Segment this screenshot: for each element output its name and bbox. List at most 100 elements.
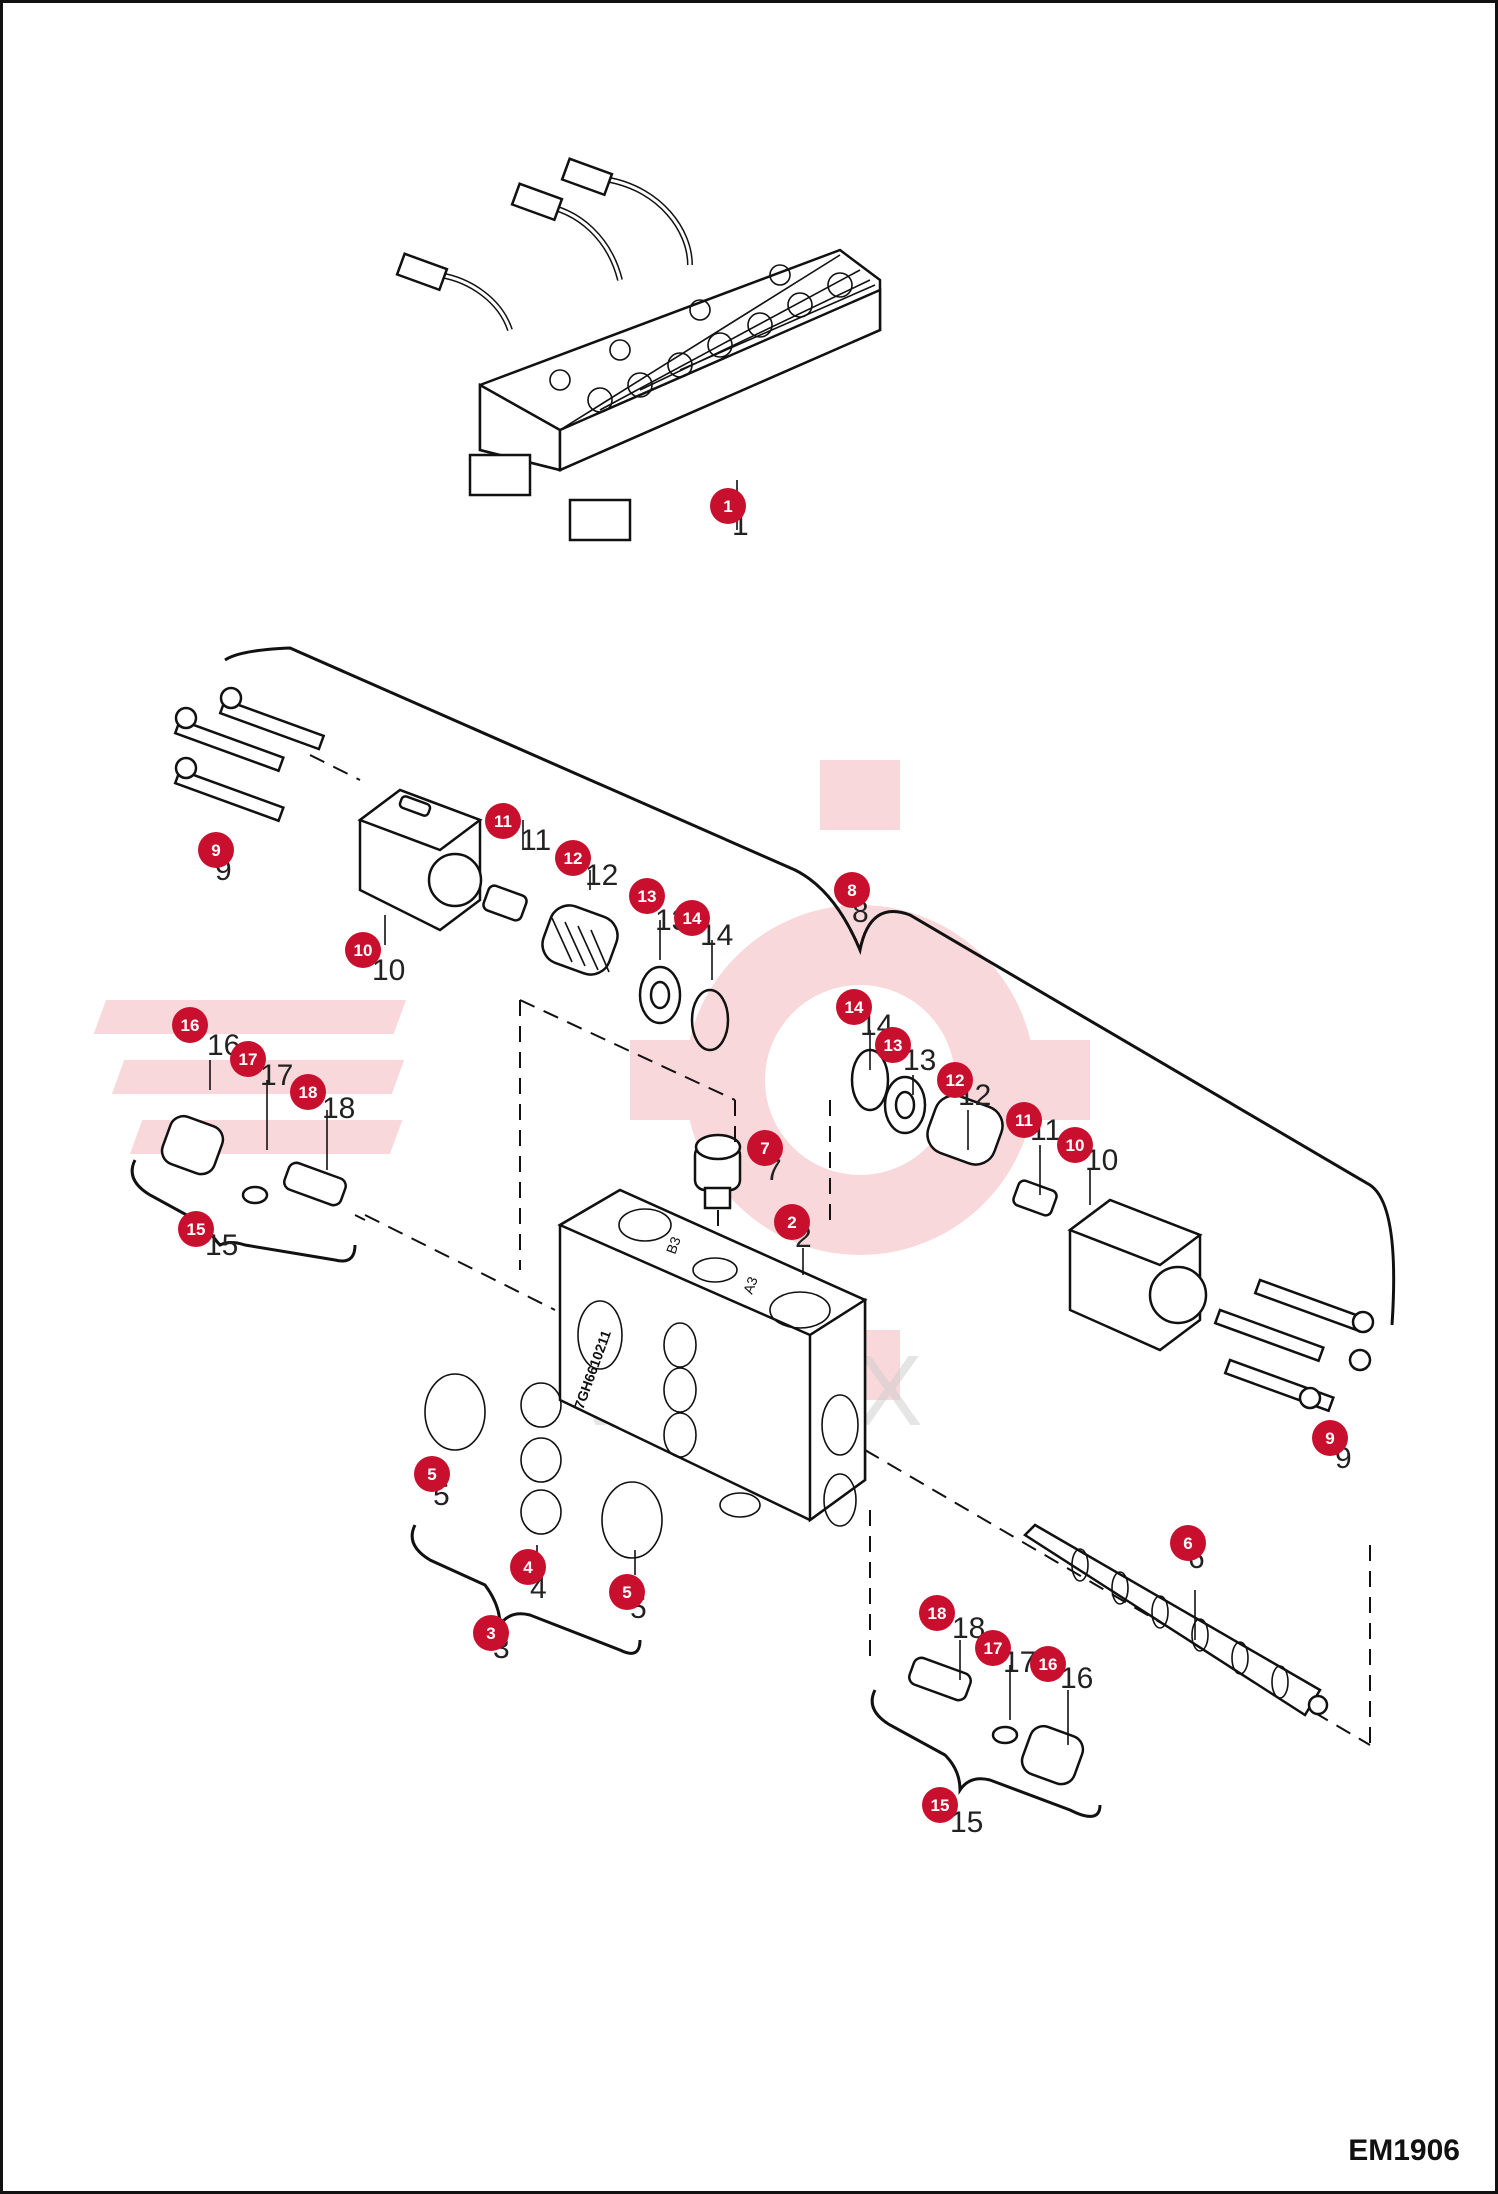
callout-number: 14 [845,998,864,1017]
callout-14: 14 [836,989,872,1025]
callout-bubble [922,1787,958,1823]
callout-number: 11 [494,812,512,831]
callout-bubble [178,1211,214,1247]
callout-number: 5 [622,1583,631,1602]
callout-3: 3 [473,1615,509,1651]
callout-bubble [485,803,521,839]
callout-11: 11 [1006,1102,1042,1138]
callout-bubble [345,932,381,968]
callout-bubble [1170,1525,1206,1561]
callout-number: 9 [1325,1429,1334,1448]
callout-bubble [1006,1102,1042,1138]
diagram-code: EM1906 [1348,2134,1460,2167]
callout-number: 16 [181,1016,200,1035]
callout-13: 13 [629,878,665,914]
valve-section-block [557,1188,868,1527]
callout-bubble [1057,1127,1093,1163]
callout-13: 13 [875,1027,911,1063]
callout-11: 11 [485,803,521,839]
callout-bubble [919,1595,955,1631]
relief-valve-part [693,1133,742,1210]
callout-bubble [674,900,710,936]
callout-15: 15 [922,1787,958,1823]
callout-number: 15 [931,1796,950,1815]
callout-number: 9 [211,841,220,860]
callout-5: 5 [609,1574,645,1610]
port-label-b3: B3 [663,1234,684,1256]
callout-number: 3 [486,1624,495,1643]
callout-number: 8 [847,881,856,900]
right-cap-bolts [1213,1278,1375,1413]
callout-bubble [774,1204,810,1240]
brace-15-left [130,1159,357,1263]
left-check-valve-kit [160,1114,347,1207]
callout-number: 16 [1039,1655,1058,1674]
callout-4: 4 [510,1549,546,1585]
callout-number: 18 [299,1083,318,1102]
callout-5: 5 [414,1456,450,1492]
callout-number: 2 [787,1213,796,1232]
callout-18: 18 [919,1595,955,1631]
callout-bubble [747,1130,783,1166]
callout-bubble [473,1615,509,1651]
callout-14: 14 [674,900,710,936]
callout-12: 12 [555,840,591,876]
callout-number: 10 [1066,1136,1085,1155]
callout-bubble [1312,1420,1348,1456]
callout-number: 11 [1015,1111,1033,1130]
callout-number: 1 [723,497,732,516]
callout-number: 6 [1183,1534,1192,1553]
callout-16: 16 [1030,1646,1066,1682]
callout-18: 18 [290,1074,326,1110]
callout-number: 13 [884,1036,903,1055]
callout-bubble [230,1041,266,1077]
callout-bubble [198,832,234,868]
callout-number: 12 [946,1071,965,1090]
callout-17: 17 [975,1630,1011,1666]
callout-number: 7 [760,1139,769,1158]
callout-7: 7 [747,1130,783,1166]
callout-1: 1 [710,488,746,524]
callout-number: 4 [523,1558,533,1577]
callout-bubble [937,1062,973,1098]
callout-6: 6 [1170,1525,1206,1561]
callout-2: 2 [774,1204,810,1240]
callout-number: 18 [928,1604,947,1623]
callout-16: 16 [172,1007,208,1043]
callout-number: 17 [984,1639,1003,1658]
spool-part [1023,1523,1329,1717]
right-spring-parts [850,1048,1058,1217]
callout-bubble [710,488,746,524]
ghost-numbers: 1 9 10 11 12 13 14 8 14 13 12 11 10 7 2 … [205,509,1352,1839]
callout-bubble [1030,1646,1066,1682]
port-label-a3: A3 [740,1274,761,1296]
callout-bubble [172,1007,208,1043]
callout-17: 17 [230,1041,266,1077]
callout-number: 17 [239,1050,258,1069]
callout-8: 8 [834,872,870,908]
callout-number: 10 [354,941,373,960]
right-check-valve-kit [908,1656,1085,1786]
callout-bubble [609,1574,645,1610]
left-end-cap [357,788,483,932]
brace-8 [224,646,1396,1326]
callout-bubble [414,1456,450,1492]
callout-bubble [290,1074,326,1110]
callout-number: 5 [427,1465,436,1484]
callouts: 1234556789910101111121213131414151516161… [172,488,1348,1823]
callout-10: 10 [1057,1127,1093,1163]
svg-text:18: 18 [322,1092,355,1125]
callout-bubble [555,840,591,876]
callout-bubble [875,1027,911,1063]
o-ring-seals [424,1373,663,1559]
callout-number: 15 [187,1220,206,1239]
left-cap-bolts [173,686,326,823]
callout-number: 12 [564,849,583,868]
svg-text:12: 12 [585,859,618,892]
callout-12: 12 [937,1062,973,1098]
callout-number: 13 [638,887,657,906]
brace-3 [410,1524,642,1655]
